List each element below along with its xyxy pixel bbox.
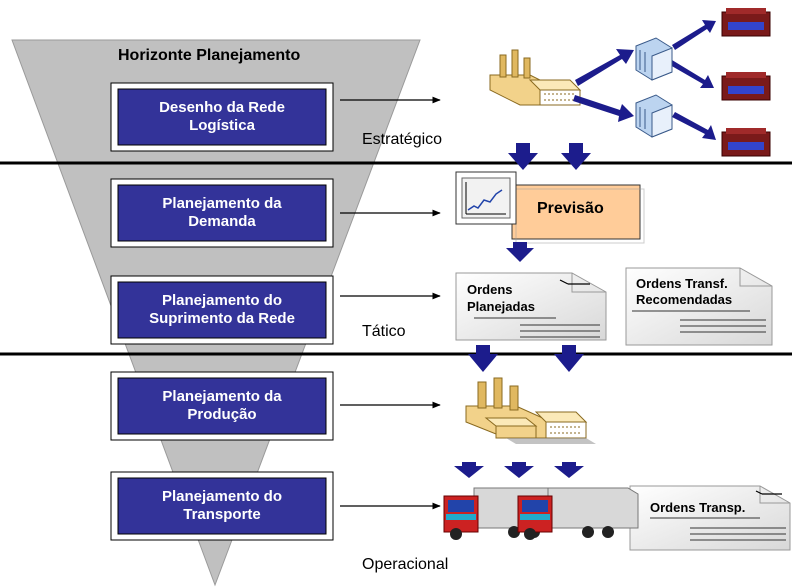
forecast-label: Previsão — [537, 200, 604, 217]
factory-icon — [489, 49, 582, 106]
supply-planning-box-frame — [110, 275, 334, 345]
down-arrow-forecast-to-orders — [506, 242, 534, 262]
production-factory-icon — [465, 377, 596, 444]
down-arrows-tactical — [468, 345, 584, 372]
down-arrows-strategic — [508, 143, 591, 170]
down-arrows-operational — [454, 462, 584, 478]
down-arrow-6 — [504, 462, 534, 478]
transfer-orders-line1: Ordens Transf. — [636, 276, 728, 291]
down-arrow-4 — [554, 345, 584, 372]
transport-orders-label: Ordens Transp. — [650, 500, 746, 515]
down-arrow-2 — [561, 143, 591, 170]
arrow-dc1-to-store1 — [672, 20, 716, 50]
box-connectors — [340, 96, 441, 510]
down-arrow-7 — [554, 462, 584, 478]
box-line: Logística — [189, 117, 255, 134]
box-frames — [110, 82, 334, 541]
down-arrow-5 — [454, 462, 484, 478]
down-arrow-1 — [508, 143, 538, 170]
down-arrow-3 — [468, 345, 498, 372]
network-design-box-frame — [110, 82, 334, 152]
operational-level-label: Operacional — [362, 556, 449, 573]
transport-planning-box-frame — [110, 471, 334, 541]
box-line: Planejamento do — [161, 488, 283, 505]
store-icon-1 — [721, 8, 771, 37]
planned-orders-document — [455, 272, 607, 341]
demand-planning-box-frame — [110, 178, 334, 248]
arrow-factory-to-dc2 — [573, 95, 634, 122]
store-icon-2 — [721, 72, 771, 101]
network-flow-arrows — [573, 20, 716, 140]
box-line: Planejamento da — [162, 388, 282, 405]
planning-horizon-title: Horizonte Planejamento — [118, 47, 301, 64]
box-line: Planejamento do — [161, 292, 282, 309]
arrow-factory-to-dc1 — [575, 49, 634, 86]
box-line: Suprimento da Rede — [149, 310, 295, 327]
box-line: Planejamento da — [162, 195, 282, 212]
tactical-level-label: Tático — [362, 323, 406, 340]
transport-orders-document — [629, 485, 791, 551]
truck-icon-2 — [517, 487, 639, 540]
planned-orders-line2: Planejadas — [467, 299, 535, 314]
box-line: Demanda — [188, 213, 256, 230]
box-line: Produção — [187, 406, 257, 423]
production-planning-box-frame — [110, 371, 334, 441]
transfer-orders-line2: Recomendadas — [636, 292, 733, 307]
warehouse-icon-2 — [635, 94, 673, 138]
arrow-dc1-to-store2 — [670, 60, 714, 88]
box-line: Transporte — [183, 506, 261, 523]
strategic-level-label: Estratégico — [362, 131, 443, 148]
chart-icon — [455, 171, 517, 225]
box-line: Desenho da Rede — [159, 99, 285, 116]
forecast-box — [511, 184, 641, 240]
arrow-dc2-to-store3 — [672, 112, 716, 140]
planned-orders-line1: Ordens — [467, 282, 513, 297]
transfer-orders-document — [625, 267, 773, 346]
store-icon-3 — [721, 128, 771, 157]
warehouse-icon-1 — [635, 37, 673, 81]
